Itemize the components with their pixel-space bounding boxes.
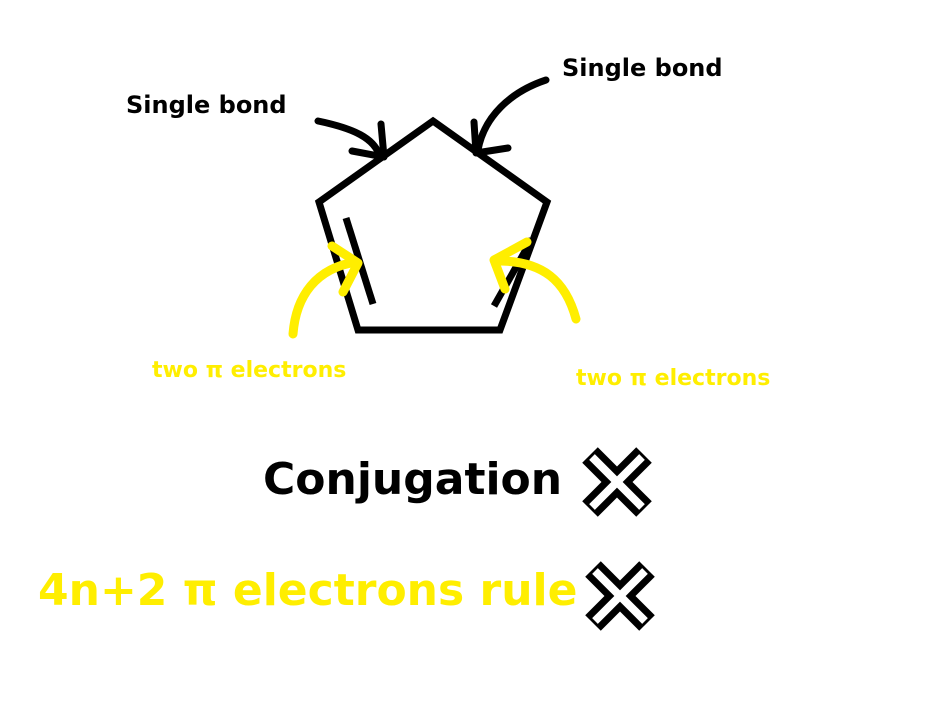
pentagon-ring [314,116,552,334]
single-bond-label-right: Single bond [562,54,723,82]
arrow-pi-left [288,241,363,339]
cross-icon [582,447,652,517]
arrow-pi-right [489,237,581,324]
huckel-rule-label: 4n+2 π electrons rule [38,565,578,616]
double-bond-right [490,237,536,308]
pi-electrons-label-left: two π electrons [152,358,347,383]
conjugation-label: Conjugation [263,454,563,505]
cross-icon [585,561,655,631]
arrow-single-bond-left [314,117,388,162]
pi-electrons-label-right: two π electrons [576,366,771,391]
single-bond-label-left: Single bond [126,91,287,119]
arrow-single-bond-right [470,76,550,157]
